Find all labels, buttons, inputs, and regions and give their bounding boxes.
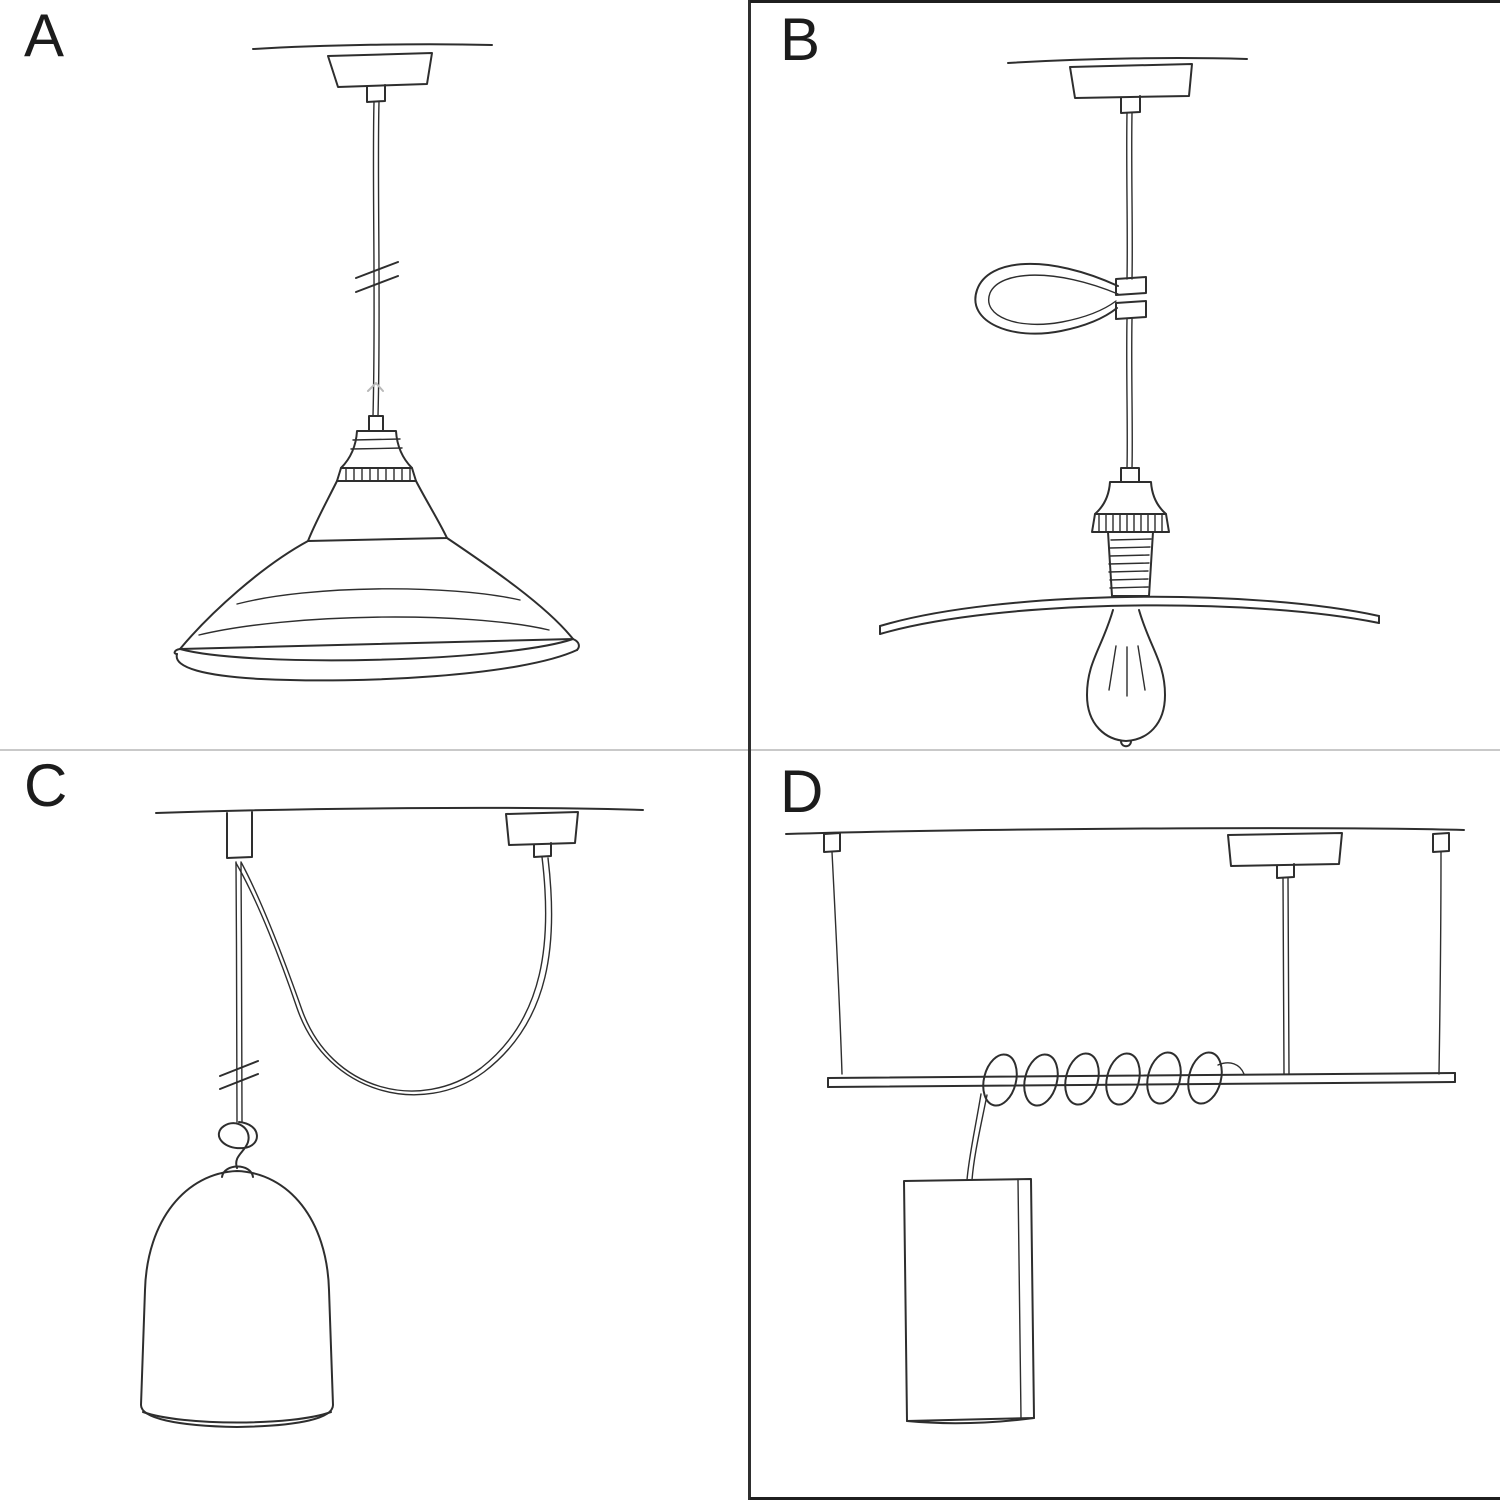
panel-d-illustration xyxy=(785,827,1465,1425)
vertical-divider xyxy=(748,0,751,1500)
coiled-cable-d xyxy=(982,1051,1245,1107)
ceiling-rose-d xyxy=(1227,832,1343,879)
light-bulb-b xyxy=(1086,609,1166,748)
panel-d-label: D xyxy=(780,758,825,825)
pendant-cable-lower-b xyxy=(1126,318,1133,469)
swag-cable-c xyxy=(235,856,553,1096)
ceiling-rose-c xyxy=(505,811,579,858)
panel-b-illustration xyxy=(879,57,1380,748)
lamp-holder-b xyxy=(1091,467,1170,597)
lamp-holder-a xyxy=(336,415,417,482)
wire-anchors-d xyxy=(823,832,1450,853)
bell-dome-shade-c xyxy=(140,1165,334,1428)
ceiling-hook-c xyxy=(226,811,253,859)
top-edge-line xyxy=(750,0,1500,3)
bottom-edge-line xyxy=(750,1497,1500,1500)
panel-b-label: B xyxy=(780,6,822,73)
ceiling-line-a xyxy=(252,43,493,50)
ceiling-line-c xyxy=(155,806,644,814)
panel-b: B xyxy=(750,0,1500,750)
ceiling-rose-a xyxy=(327,52,433,103)
ceiling-line-b xyxy=(1007,57,1248,64)
drop-cable-c xyxy=(219,861,259,1123)
panel-c-label: C xyxy=(24,752,69,819)
tube-pendant-d xyxy=(903,1178,1035,1425)
industrial-shade-a xyxy=(173,480,580,682)
horizontal-bar-d xyxy=(827,1072,1456,1088)
panel-c-illustration xyxy=(140,806,644,1428)
ceiling-line-d xyxy=(785,827,1465,835)
pendant-cable-a xyxy=(355,101,399,417)
panel-c: C xyxy=(0,750,750,1500)
panel-d: D xyxy=(750,750,1500,1500)
drop-cable-d xyxy=(966,1093,988,1181)
flat-plate-shade-b xyxy=(879,595,1380,635)
panel-a-label: A xyxy=(24,2,66,69)
panel-a: A xyxy=(0,0,750,750)
cable-knot-c xyxy=(217,1121,258,1169)
ceiling-rose-b xyxy=(1069,63,1193,114)
panel-a-illustration xyxy=(173,43,580,682)
cable-wire-hook-b xyxy=(974,263,1147,335)
suspension-wires-d xyxy=(831,851,1442,1075)
pendant-cable-upper-b xyxy=(1126,112,1133,280)
